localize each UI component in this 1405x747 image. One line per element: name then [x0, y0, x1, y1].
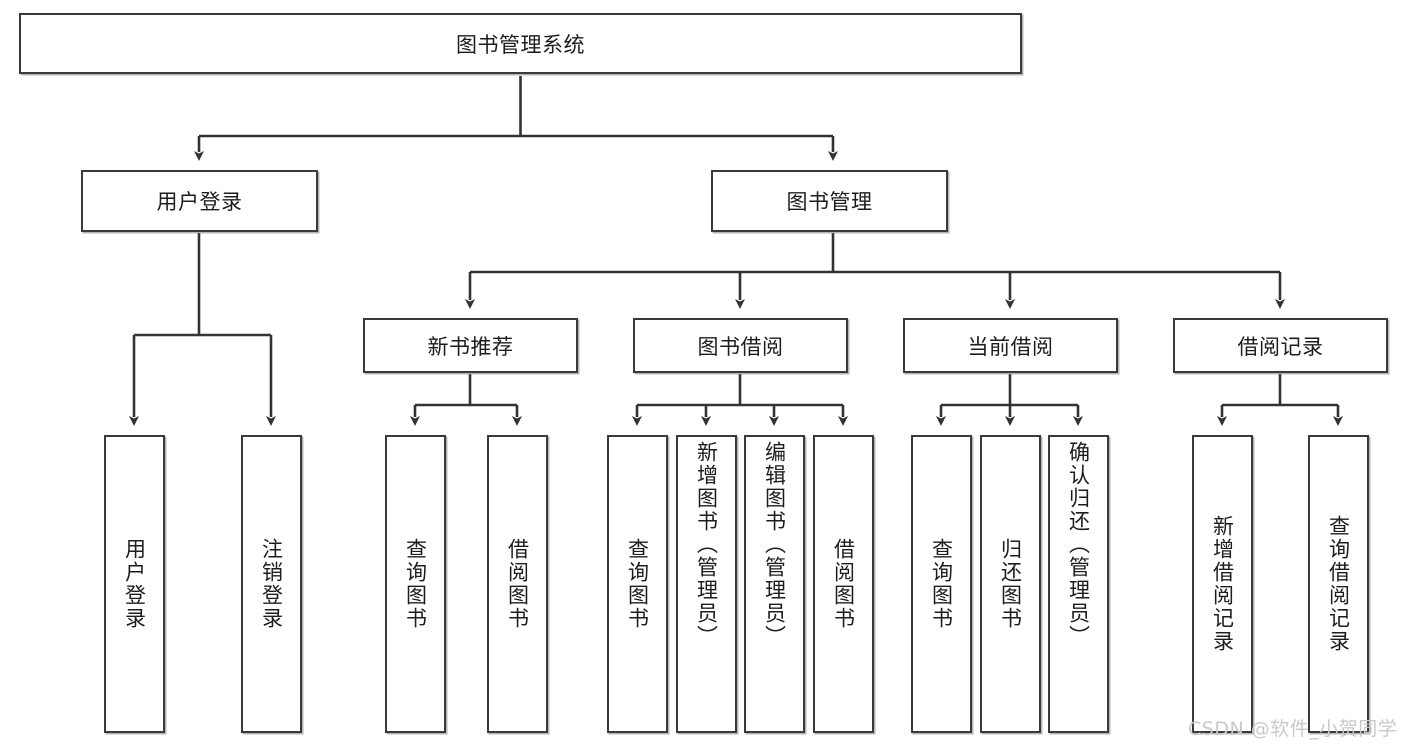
node-leaf-add-borrow-record[interactable]: 新增借阅记录 [1192, 435, 1253, 733]
node-leaf-borrow-book-new[interactable]: 借阅图书 [487, 435, 548, 733]
node-leaf-query-borrow-record[interactable]: 查询借阅记录 [1308, 435, 1369, 733]
node-leaf-return-book[interactable]: 归还图书 [980, 435, 1041, 733]
node-user-login[interactable]: 用户登录 [81, 170, 318, 232]
node-leaf-edit-book-admin[interactable]: 编辑图书（管理员） [744, 435, 805, 733]
node-leaf-query-book-new[interactable]: 查询图书 [385, 435, 446, 733]
node-leaf-query-book-borrow[interactable]: 查询图书 [607, 435, 668, 733]
node-label: 图书借阅 [697, 334, 784, 359]
node-current-borrow[interactable]: 当前借阅 [903, 318, 1118, 373]
node-label: 借阅图书 [505, 538, 530, 630]
node-label: 借阅记录 [1237, 334, 1324, 359]
node-leaf-logout[interactable]: 注销登录 [241, 435, 302, 733]
node-leaf-confirm-return-admin[interactable]: 确认归还（管理员） [1048, 435, 1109, 733]
node-label: 借阅图书 [831, 538, 856, 630]
node-label: 查询图书 [625, 538, 650, 630]
node-label: 新增借阅记录 [1210, 515, 1235, 653]
node-leaf-query-book-current[interactable]: 查询图书 [911, 435, 972, 733]
node-leaf-add-book-admin[interactable]: 新增图书（管理员） [676, 435, 737, 733]
node-label: 编辑图书（管理员） [762, 441, 787, 648]
node-label: 当前借阅 [967, 334, 1054, 359]
node-label: 图书管理系统 [456, 32, 585, 57]
node-label: 用户登录 [156, 190, 243, 214]
node-book-borrow[interactable]: 图书借阅 [633, 318, 848, 373]
node-label: 查询借阅记录 [1326, 515, 1351, 653]
node-new-book-recommend[interactable]: 新书推荐 [363, 318, 578, 373]
node-label: 查询图书 [929, 538, 954, 630]
node-label: 归还图书 [998, 538, 1023, 630]
node-label: 查询图书 [403, 538, 428, 630]
node-leaf-borrow-book[interactable]: 借阅图书 [813, 435, 874, 733]
csdn-watermark: CSDN @软件_小贺同学 [1188, 718, 1398, 740]
node-label: 用户登录 [122, 538, 147, 630]
node-label: 新增图书（管理员） [694, 441, 719, 648]
node-label: 确认归还（管理员） [1066, 441, 1091, 648]
node-leaf-user-login[interactable]: 用户登录 [104, 435, 165, 733]
node-book-management[interactable]: 图书管理 [711, 170, 948, 232]
node-label: 新书推荐 [427, 334, 514, 359]
node-borrow-record[interactable]: 借阅记录 [1173, 318, 1388, 373]
node-label: 注销登录 [259, 538, 284, 630]
node-label: 图书管理 [786, 190, 873, 214]
node-book-management-system[interactable]: 图书管理系统 [19, 13, 1022, 74]
